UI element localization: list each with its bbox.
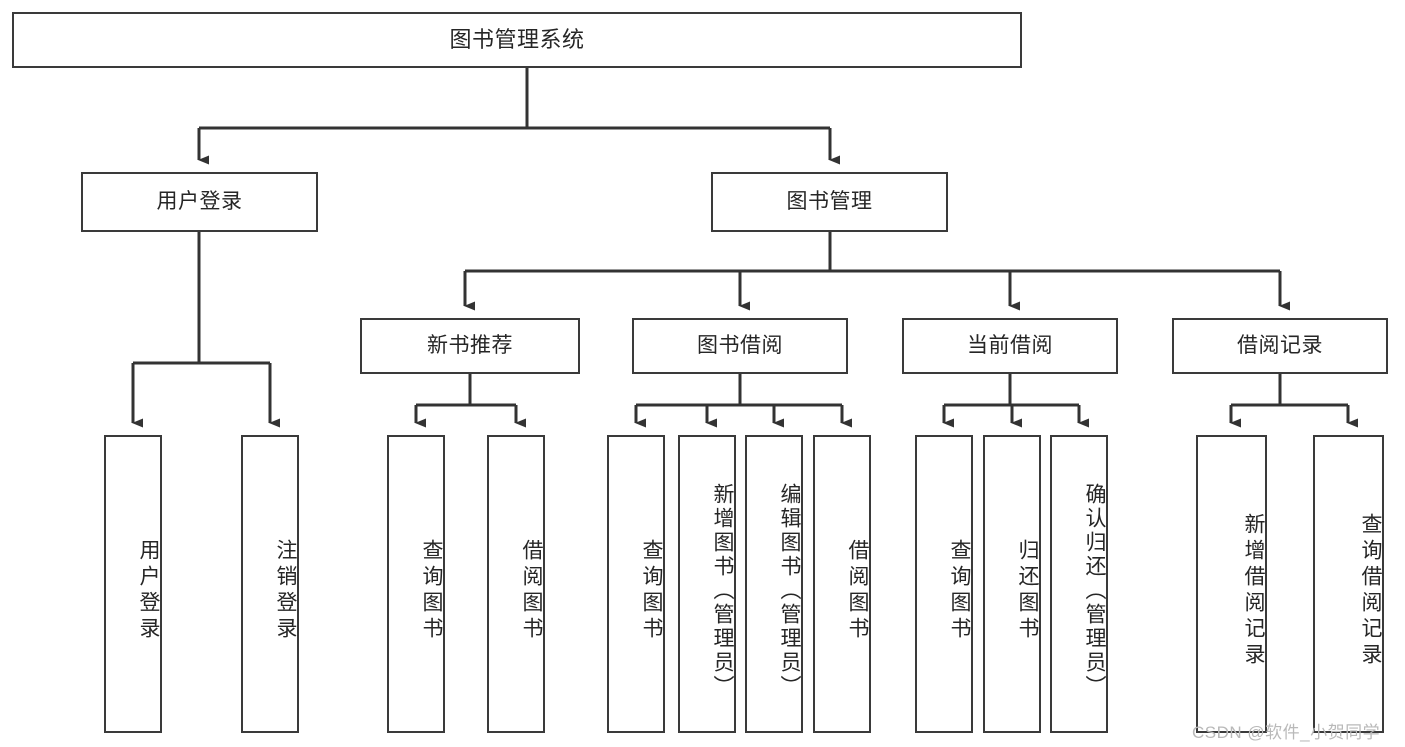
node-label: 用户登录 — [156, 190, 243, 214]
node-leaf-query-book-2[interactable]: 查询图书 — [607, 435, 665, 733]
node-leaf-user-logout[interactable]: 注销登录 — [241, 435, 299, 733]
node-label: 查询图书 — [420, 539, 443, 643]
node-current-borrow[interactable]: 当前借阅 — [902, 318, 1118, 374]
node-label: 归还图书 — [1016, 539, 1039, 643]
node-label: 新增借阅记录 — [1242, 513, 1265, 669]
node-leaf-query-book-3[interactable]: 查询图书 — [915, 435, 973, 733]
node-leaf-edit-book-admin[interactable]: 编辑图书（管理员） — [745, 435, 803, 733]
node-leaf-add-borrow-record[interactable]: 新增借阅记录 — [1196, 435, 1267, 733]
node-leaf-query-book-1[interactable]: 查询图书 — [387, 435, 445, 733]
node-label: 图书借阅 — [697, 334, 783, 358]
node-label: 借阅图书 — [846, 539, 869, 643]
node-root[interactable]: 图书管理系统 — [12, 12, 1022, 68]
node-user-login[interactable]: 用户登录 — [81, 172, 318, 232]
node-leaf-borrow-book-2[interactable]: 借阅图书 — [813, 435, 871, 733]
node-leaf-user-login[interactable]: 用户登录 — [104, 435, 162, 733]
node-label: 确认归还（管理员） — [1083, 483, 1106, 699]
node-leaf-confirm-return-admin[interactable]: 确认归还（管理员） — [1050, 435, 1108, 733]
node-leaf-return-book[interactable]: 归还图书 — [983, 435, 1041, 733]
node-label: 借阅图书 — [520, 539, 543, 643]
node-label: 新书推荐 — [427, 334, 513, 358]
node-leaf-borrow-book-1[interactable]: 借阅图书 — [487, 435, 545, 733]
node-leaf-add-book-admin[interactable]: 新增图书（管理员） — [678, 435, 736, 733]
node-new-book-recommend[interactable]: 新书推荐 — [360, 318, 580, 374]
node-label: 查询图书 — [948, 539, 971, 643]
node-label: 查询图书 — [640, 539, 663, 643]
node-label: 查询借阅记录 — [1359, 513, 1382, 669]
node-label: 图书管理 — [786, 190, 873, 214]
node-book-borrow[interactable]: 图书借阅 — [632, 318, 848, 374]
edges — [131, 68, 1358, 428]
node-label: 借阅记录 — [1237, 334, 1323, 358]
node-label: 注销登录 — [274, 539, 297, 643]
node-label: 新增图书（管理员） — [711, 483, 734, 699]
node-label: 当前借阅 — [967, 334, 1053, 358]
node-borrow-record[interactable]: 借阅记录 — [1172, 318, 1388, 374]
watermark: CSDN @软件_小贺同学 — [1192, 723, 1381, 742]
node-label: 编辑图书（管理员） — [778, 483, 801, 699]
node-leaf-query-borrow-record[interactable]: 查询借阅记录 — [1313, 435, 1384, 733]
node-label: 图书管理系统 — [449, 26, 585, 52]
node-label: 用户登录 — [137, 539, 160, 643]
node-book-manage[interactable]: 图书管理 — [711, 172, 948, 232]
